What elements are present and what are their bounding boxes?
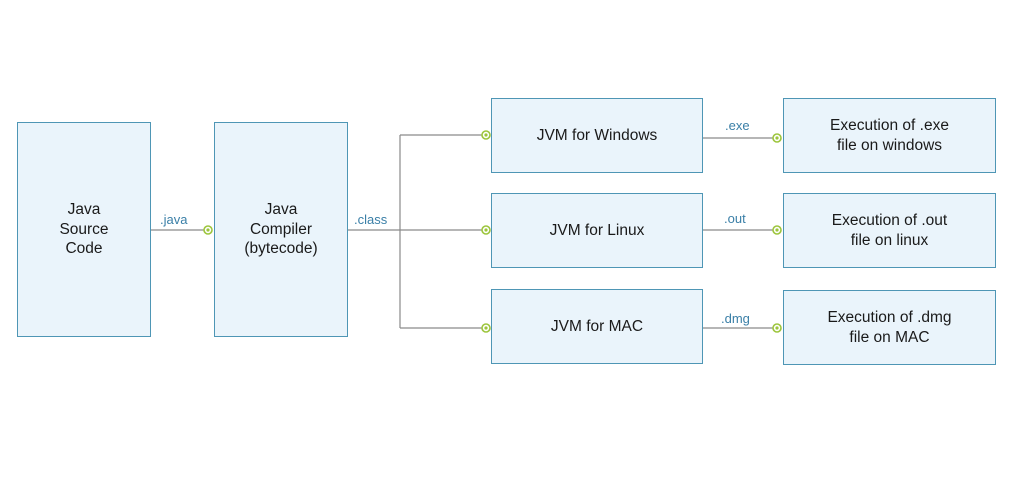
jvm-linux-box: JVM for Linux <box>491 193 703 268</box>
node-text: JVM for MAC <box>550 317 644 335</box>
node-text: Java <box>67 200 101 218</box>
exec-linux-box: Execution of .out file on linux <box>783 193 996 268</box>
node-text: Code <box>65 240 103 258</box>
exec-windows-box: Execution of .exe file on windows <box>783 98 996 173</box>
node-text: Compiler <box>249 220 312 238</box>
node-text: Execution of .exe <box>830 116 949 134</box>
node-text: (bytecode) <box>244 240 318 258</box>
exec-mac-box: Execution of .dmg file on MAC <box>783 290 996 365</box>
jvm-windows-box: JVM for Windows <box>491 98 703 173</box>
jvm-mac-box: JVM for MAC <box>491 289 703 364</box>
node-text: file on linux <box>850 231 929 249</box>
node-text: JVM for Windows <box>536 126 658 144</box>
edge-label-dmg: .dmg <box>721 311 750 326</box>
node-text: Execution of .dmg <box>827 308 952 326</box>
node-text: JVM for Linux <box>549 221 645 239</box>
node-text: file on windows <box>836 136 943 154</box>
node-text: Execution of .out <box>831 211 948 229</box>
edge-label-java: .java <box>160 212 188 227</box>
node-text: file on MAC <box>849 328 930 346</box>
node-text: Source <box>59 220 109 238</box>
edge-label-out: .out <box>724 211 746 226</box>
node-text: Java <box>264 200 298 218</box>
edge-label-class: .class <box>354 212 388 227</box>
edge-label-exe: .exe <box>725 118 750 133</box>
java-source-code-box: Java Source Code <box>17 122 151 337</box>
java-compiler-box: Java Compiler (bytecode) <box>214 122 348 337</box>
